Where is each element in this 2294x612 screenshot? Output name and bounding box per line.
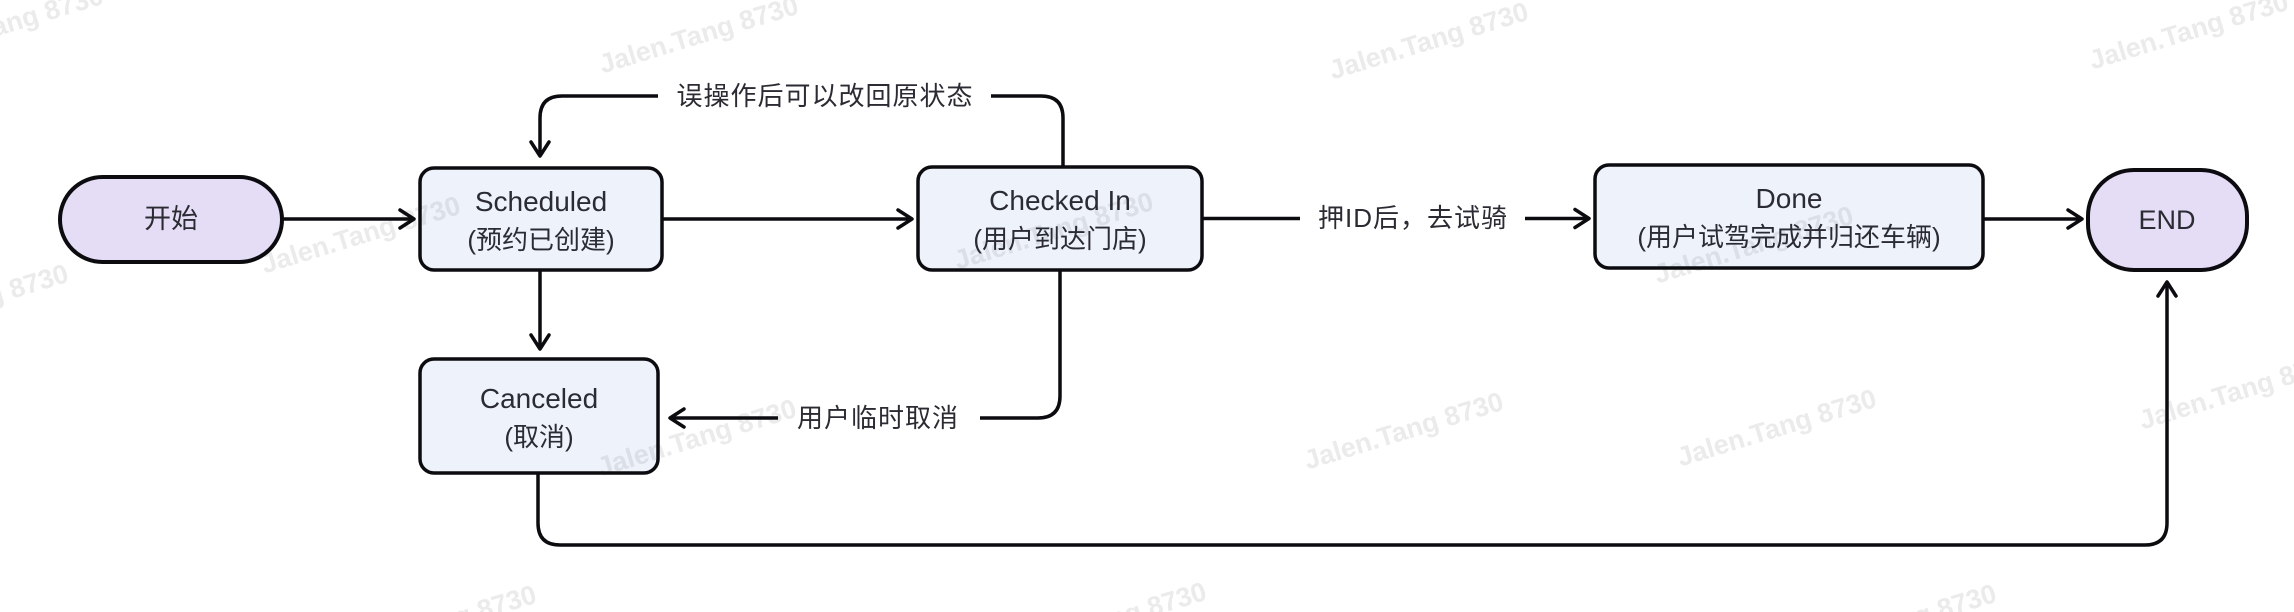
edge-checkedin-to-scheduled-segment2 bbox=[529, 94, 658, 158]
done-node-title: Done bbox=[1756, 183, 1823, 214]
edge-canceled-to-end bbox=[536, 280, 2178, 547]
edge-labels-layer: 误操作后可以改回原状态 押ID后，去试骑 用户临时取消 bbox=[676, 81, 1508, 433]
done-node bbox=[1593, 163, 1985, 270]
canceled-node-subtitle: (取消) bbox=[504, 422, 573, 452]
scheduled-node-title: Scheduled bbox=[475, 186, 607, 217]
start-node bbox=[58, 175, 284, 264]
checkedin-node-title: Checked In bbox=[989, 185, 1131, 216]
nodes-layer: 开始 Scheduled (预约已创建) Checked In (用户到达门店)… bbox=[58, 163, 2249, 475]
scheduled-node-subtitle: (预约已创建) bbox=[467, 225, 614, 255]
edge-checkedin-to-canceled-segment1 bbox=[980, 270, 1062, 420]
done-node-subtitle: (用户试驾完成并归还车辆) bbox=[1637, 222, 1940, 252]
canceled-node-title: Canceled bbox=[480, 383, 598, 414]
end-node-label: END bbox=[2138, 205, 2195, 235]
canceled-node bbox=[418, 357, 660, 475]
checkedin-node bbox=[916, 165, 1204, 272]
end-node bbox=[2086, 168, 2249, 272]
edge-label-user-cancel: 用户临时取消 bbox=[797, 403, 959, 433]
edge-label-deposit-id: 押ID后，去试骑 bbox=[1318, 203, 1508, 233]
edge-checkedin-to-scheduled-segment1 bbox=[991, 94, 1065, 167]
start-node-label: 开始 bbox=[144, 204, 198, 234]
edge-label-revert: 误操作后可以改回原状态 bbox=[676, 81, 973, 111]
checkedin-node-subtitle: (用户到达门店) bbox=[973, 224, 1146, 254]
edges-layer bbox=[282, 94, 2178, 547]
scheduled-node bbox=[418, 166, 664, 272]
